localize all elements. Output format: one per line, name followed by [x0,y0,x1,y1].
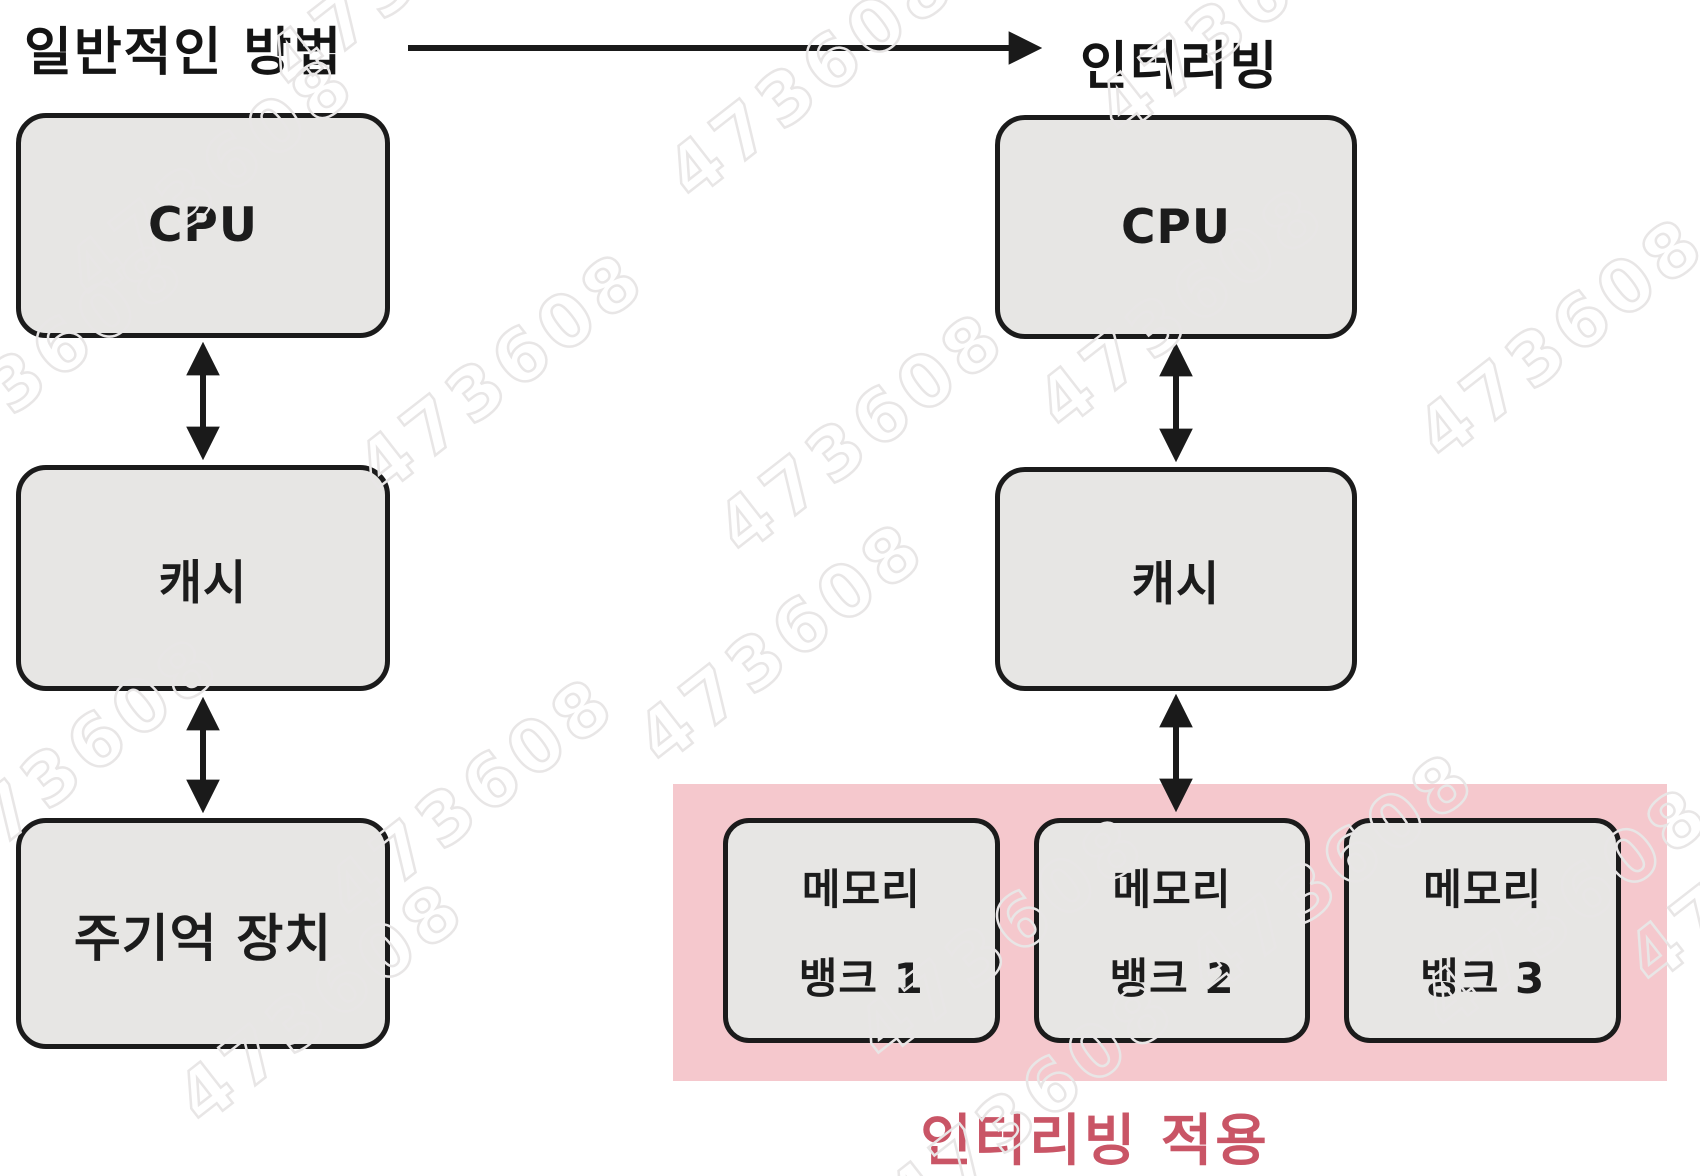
memory-bank-1-box: 메모리 뱅크 1 [723,818,1000,1043]
memory-bank-3-line1: 메모리 [1423,864,1543,914]
left-method-title: 일반적인 방법 [24,23,344,83]
left-main-memory-label: 주기억 장치 [73,909,333,969]
memory-bank-2-box: 메모리 뱅크 2 [1033,818,1311,1043]
right-cpu-label: CPU [1120,199,1232,255]
left-main-memory-box: 주기억 장치 [16,818,390,1049]
interleaving-banks-panel: 메모리 뱅크 1 메모리 뱅크 2 메모리 뱅크 3 [673,784,1667,1081]
left-cache-label: 캐시 [158,555,248,611]
memory-bank-2-line1: 메모리 [1112,864,1232,914]
left-cpu-label: CPU [147,198,259,253]
memory-bank-1-line1: 메모리 [801,864,921,914]
memory-bank-1-line2: 뱅크 1 [798,953,924,1003]
memory-bank-3-line2: 뱅크 3 [1420,953,1546,1003]
left-cpu-box: CPU [16,113,390,338]
right-cpu-box: CPU [995,115,1357,339]
interleaving-applied-caption: 인터리빙 적용 [920,1109,1270,1174]
memory-bank-2-line2: 뱅크 2 [1109,953,1235,1003]
right-cache-label: 캐시 [1131,556,1221,612]
left-cache-box: 캐시 [16,465,390,691]
right-cache-box: 캐시 [995,467,1357,691]
memory-bank-3-box: 메모리 뱅크 3 [1344,818,1622,1043]
right-method-title: 인터리빙 [1080,37,1280,97]
